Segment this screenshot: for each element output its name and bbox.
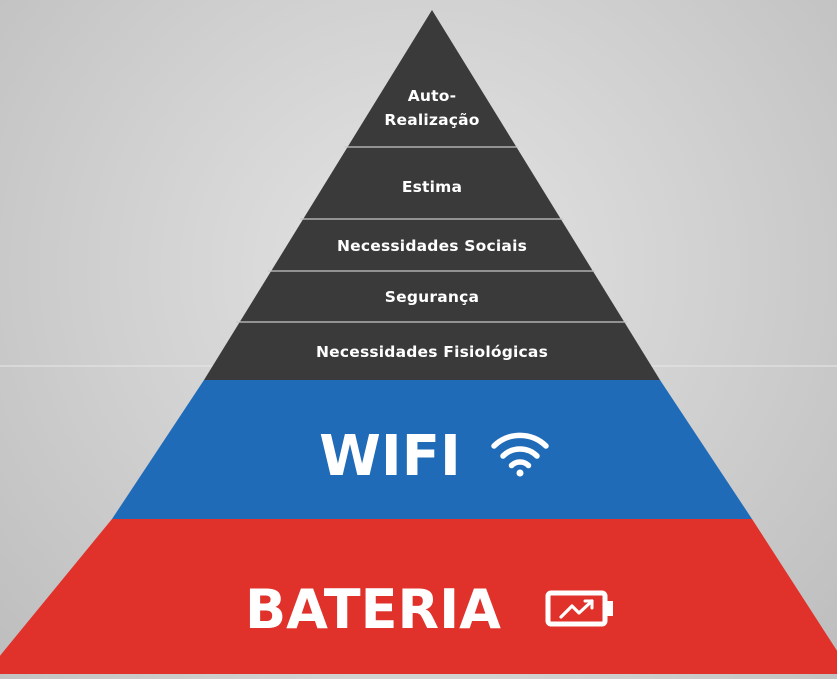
level-label-self-realization-2: Realização bbox=[384, 111, 479, 129]
pyramid-wifi-section bbox=[112, 380, 752, 519]
pyramid-battery-section bbox=[0, 519, 837, 674]
wifi-icon bbox=[491, 432, 549, 477]
battery-icon bbox=[545, 590, 613, 627]
pyramid-dark-section bbox=[204, 10, 660, 380]
level-label-self-realization-1: Auto- bbox=[408, 87, 457, 105]
level-label-battery: BATERIA bbox=[245, 578, 501, 641]
level-label-social-needs: Necessidades Sociais bbox=[337, 237, 527, 255]
level-label-safety: Segurança bbox=[385, 288, 479, 306]
level-label-wifi: WIFI bbox=[319, 424, 461, 489]
level-label-physiological: Necessidades Fisiológicas bbox=[316, 343, 548, 361]
level-label-esteem: Estima bbox=[402, 178, 462, 196]
